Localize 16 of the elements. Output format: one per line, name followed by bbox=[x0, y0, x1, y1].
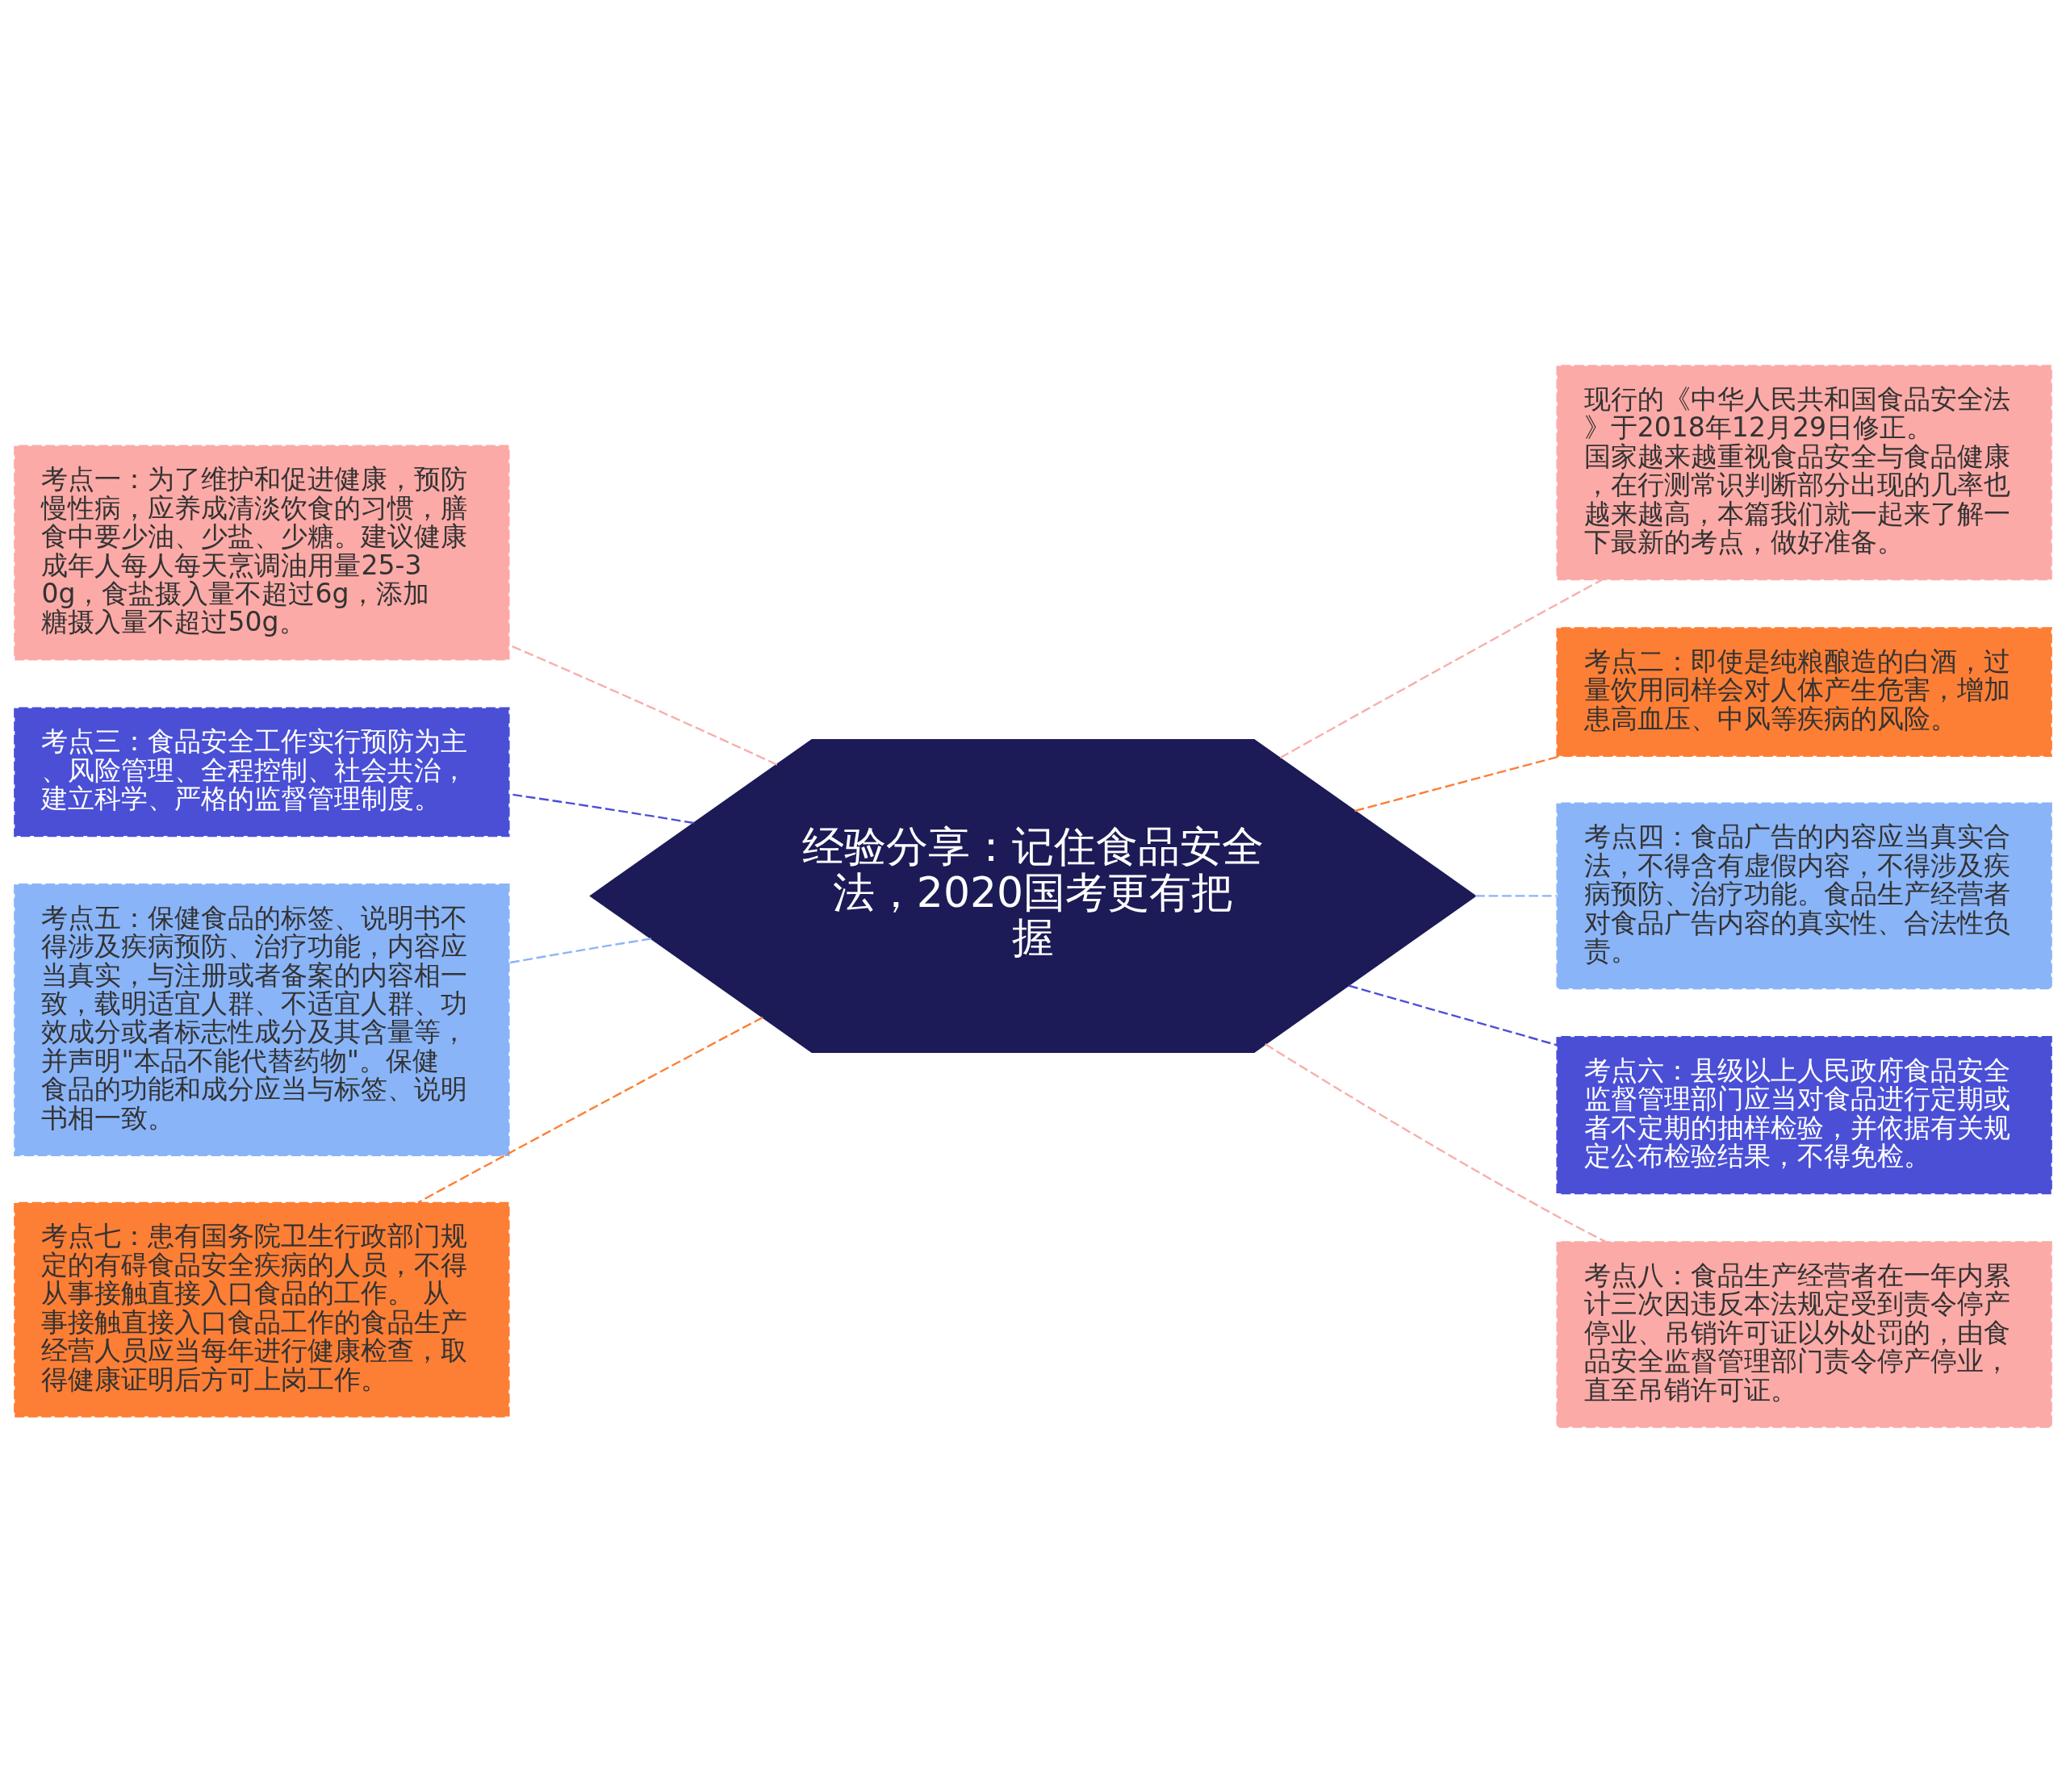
node-box: 考点二：即使是纯粮酿造的白酒，过量饮用同样会对人体产生危害，增加患高血压、中风等疾病的风险。 bbox=[1556, 626, 2052, 757]
connector bbox=[1279, 578, 1603, 758]
node-box: 考点六：县级以上人民政府食品安全监督管理部门应当对食品进行定期或者不定期的抽样检验，并依据有关规定公布检验结果，不得免检。 bbox=[1556, 1035, 2052, 1194]
connector bbox=[1265, 1042, 1606, 1243]
node-box: 考点五：保健食品的标签、说明书不得涉及疾病预防、治疗功能，内容应当真实，与注册或者备案的内容相一致，载明适宜人群、不适宜人群、功效成分或者标志性成分及其含量等，并声明"本品不能代替药物"。保健食品的功能和成分应当与标签、说明书相一致。 bbox=[14, 883, 510, 1156]
node-box: 考点三：食品安全工作实行预防为主、风险管理、全程控制、社会共治，建立科学、严格的监督管理制度。 bbox=[14, 706, 510, 837]
node-box: 考点一：为了维护和促进健康，预防慢性病，应养成清淡饮食的习惯，膳食中要少油、少盐、少糖。建议健康成年人每人每天烹调油用量25-30g，食盐摄入量不超过6g，添加糖摄入量不超过50g。 bbox=[14, 445, 510, 661]
connector bbox=[1348, 984, 1558, 1046]
node-box: 考点四：食品广告的内容应当真实合法，不得含有虚假内容，不得涉及疾病预防、治疗功能。食品生产经营者对食品广告内容的真实性、合法性负责。 bbox=[1556, 802, 2052, 989]
connector bbox=[417, 1016, 763, 1204]
node-box: 现行的《中华人民共和国食品安全法》于2018年12月29日修正。国家越来越重视食品安全与食品健康，在行测常识判断部分出现的几率也越来越高，本篇我们就一起来了解一下最新的考点，做好准备。 bbox=[1556, 364, 2052, 580]
connector bbox=[1474, 894, 1557, 897]
node-box: 考点八：食品生产经营者在一年内累计三次因违反本法规定受到责令停产停业、吊销许可证以外处罚的，由食品安全监督管理部门责令停产停业，直至吊销许可证。 bbox=[1556, 1240, 2052, 1428]
connector bbox=[1354, 754, 1562, 812]
node-box: 考点七：患有国务院卫生行政部门规定的有碍食品安全疾病的人员，不得从事接触直接入口食品的工作。 从事接触直接入口食品工作的食品生产经营人员应当每年进行健康检查，取得健康证明后方可上岗工作。 bbox=[14, 1201, 510, 1418]
connector bbox=[508, 937, 652, 963]
